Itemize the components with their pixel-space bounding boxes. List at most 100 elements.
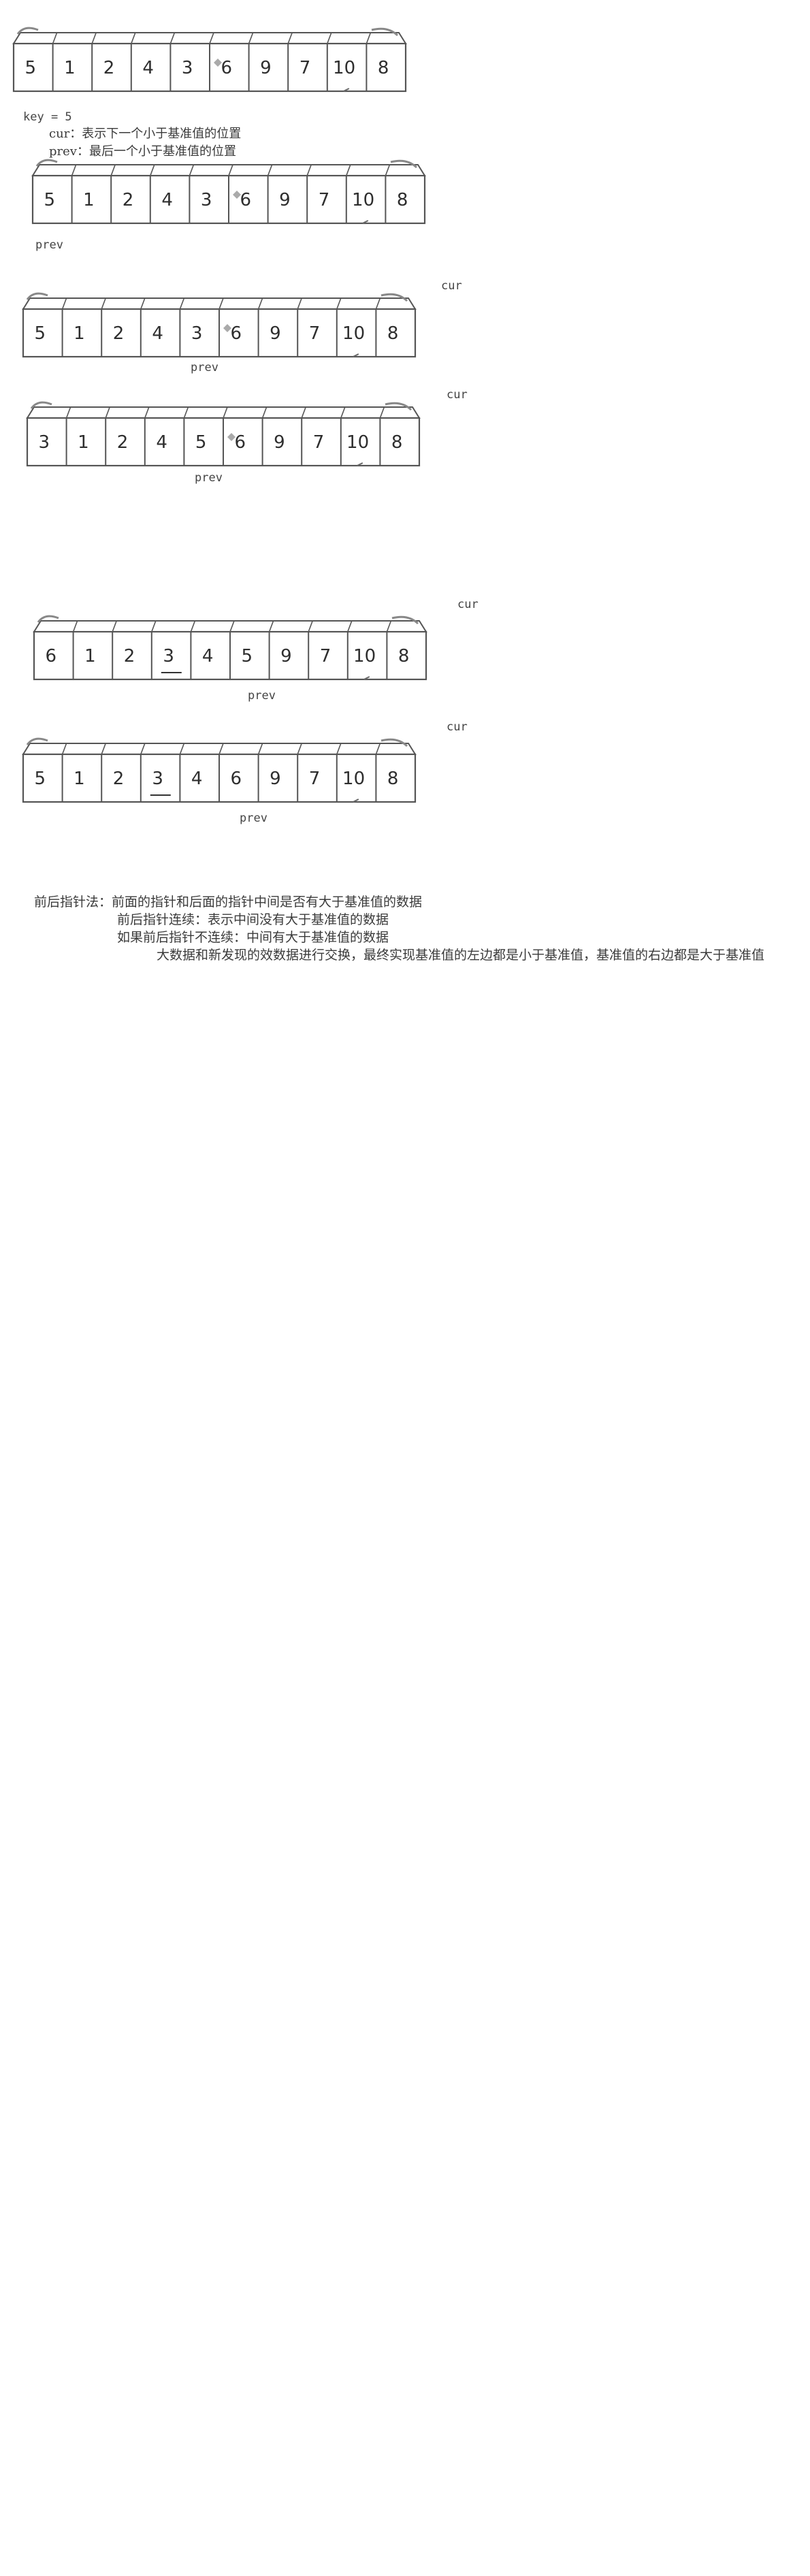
array-curl-right [390, 159, 418, 169]
lid-divider [336, 743, 342, 755]
lid-divider [308, 620, 313, 632]
pivot-marker-icon [227, 433, 236, 441]
array-cell-value: 9 [274, 432, 285, 453]
lid-divider [327, 32, 332, 44]
lid-divider [61, 743, 67, 755]
prev-description: prev：最后一个小于基准值的位置 [49, 144, 236, 159]
lid-divider [375, 297, 381, 310]
lid-divider [151, 620, 157, 632]
array-curl-right [391, 615, 419, 625]
array-cell-value: 6 [240, 190, 252, 210]
array-cell-value: 4 [142, 58, 154, 78]
array-cell-value: 2 [103, 58, 115, 78]
lid-divider [267, 164, 273, 176]
lid-divider [144, 406, 150, 419]
array-cell-value: 8 [378, 58, 389, 78]
array-cell-value: 1 [83, 190, 95, 210]
lid-divider [140, 297, 146, 310]
array-cell-value: 9 [260, 58, 272, 78]
array-cell-value: 1 [64, 58, 76, 78]
prev-pointer-label: prev [195, 471, 223, 485]
array-cell-value: 9 [279, 190, 291, 210]
lid-divider [72, 620, 78, 632]
array-cell-value: 9 [270, 323, 281, 344]
array-curl-left [26, 737, 48, 745]
array-cell-value: 1 [84, 646, 96, 666]
lid-divider [261, 406, 268, 419]
array-cell-value: 3 [191, 323, 203, 344]
lid-divider [257, 743, 263, 755]
array-cell-value: 2 [123, 190, 134, 210]
key-label: key = 5 [23, 110, 72, 124]
lid-divider [375, 743, 381, 755]
array-cell-value: 6 [231, 323, 242, 344]
lid-divider [179, 743, 185, 755]
array-lid [22, 297, 417, 310]
cur-description: cur：表示下一个小于基准值的位置 [49, 127, 242, 141]
cur-pointer-label: cur [447, 720, 468, 734]
lid-divider [179, 297, 185, 310]
prev-pointer-label: prev [35, 238, 63, 252]
pivot-marker-icon [214, 59, 222, 67]
lid-divider [336, 297, 342, 310]
array-cell-value: 6 [231, 769, 242, 789]
array-curl-left [26, 292, 48, 300]
array-cell-value: 4 [152, 323, 163, 344]
array-cell-value: 4 [161, 190, 173, 210]
cell-tick-mark [353, 799, 359, 803]
lid-divider [105, 406, 110, 419]
lid-divider [346, 164, 351, 176]
array-cell-value: 2 [113, 769, 125, 789]
array-curl-left [30, 401, 52, 409]
lid-divider [218, 743, 224, 755]
array-cell-value: 10 [352, 190, 374, 210]
array-lid [12, 32, 407, 44]
cell-tick-mark [357, 462, 363, 466]
array-lid [26, 406, 421, 419]
array-cell-value: 8 [397, 190, 408, 210]
array-cell-value: 7 [313, 432, 325, 453]
array-cell-value: 10 [333, 58, 355, 78]
array-cell-value: 5 [25, 58, 37, 78]
lid-divider [61, 297, 67, 310]
lid-divider [131, 32, 136, 44]
explanation-line-4: 大数据和新发现的效数据进行交换，最终实现基准值的左边都是小于基准值，基准值的右边… [157, 948, 765, 963]
array-lid [31, 164, 426, 176]
pivot-marker-icon [223, 324, 231, 332]
array-cell-value: 3 [201, 190, 212, 210]
cell-tick-mark [353, 353, 359, 357]
array-cell-value: 8 [398, 646, 410, 666]
lid-divider [385, 164, 391, 176]
lid-divider [301, 406, 306, 419]
lid-divider [268, 620, 274, 632]
lid-divider [287, 32, 293, 44]
prev-pointer-label: prev [191, 361, 218, 374]
array-curl-right [380, 293, 408, 302]
lid-divider [257, 297, 263, 310]
lid-divider [218, 297, 224, 310]
array-cell-value: 4 [191, 769, 203, 789]
prev-pointer-label: prev [248, 689, 276, 703]
array-cell-value: 10 [353, 646, 376, 666]
lid-divider [366, 32, 372, 44]
array-cell-value: 1 [74, 769, 85, 789]
lid-divider [386, 620, 392, 632]
lid-divider [110, 164, 116, 176]
lid-divider [140, 743, 146, 755]
lid-divider [101, 743, 106, 755]
array-cell-value: 5 [35, 769, 46, 789]
lid-divider [91, 32, 97, 44]
lid-divider [297, 743, 302, 755]
lid-divider [65, 406, 71, 419]
array-cell-value: 8 [387, 769, 399, 789]
lid-divider [248, 32, 254, 44]
array-cell-value: 7 [309, 769, 321, 789]
array-cell-value: 1 [74, 323, 85, 344]
array-cell-value: 9 [280, 646, 292, 666]
cell-tick-mark [343, 88, 350, 92]
